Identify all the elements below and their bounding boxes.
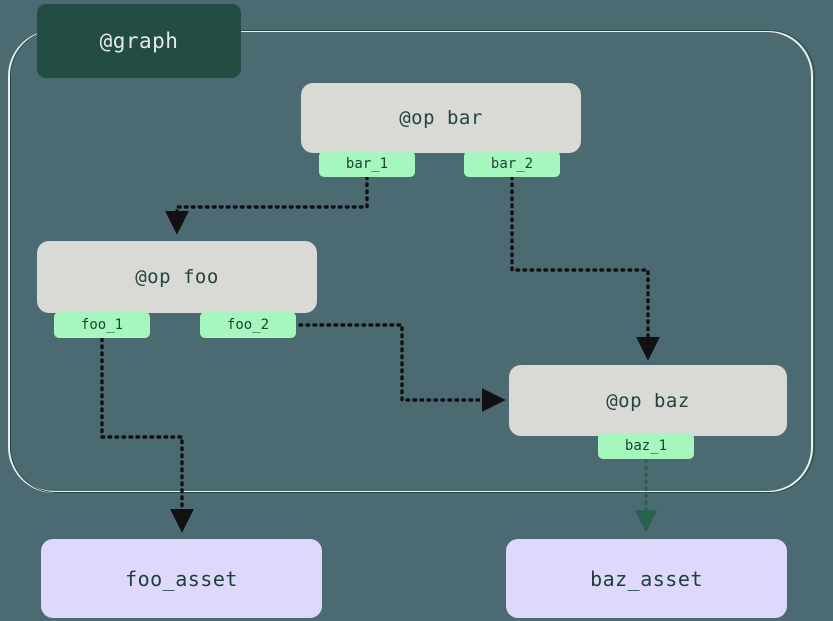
port-bar-1-label: bar_1 — [345, 156, 389, 172]
graph-title-label: @graph — [99, 29, 179, 53]
asset-node-foo-asset-label: foo_asset — [125, 566, 238, 591]
graph-title-badge[interactable]: @graph — [37, 4, 241, 78]
port-foo-2-label: foo_2 — [226, 317, 270, 333]
port-baz-1-label: baz_1 — [624, 438, 668, 454]
asset-node-baz-asset-label: baz_asset — [590, 566, 703, 591]
port-baz-1[interactable]: baz_1 — [598, 433, 694, 459]
port-bar-2-label: bar_2 — [490, 156, 534, 172]
op-node-bar-label: @op bar — [399, 107, 483, 129]
port-foo-2[interactable]: foo_2 — [200, 312, 296, 338]
port-bar-1[interactable]: bar_1 — [319, 151, 415, 177]
op-node-bar[interactable]: @op bar — [301, 83, 581, 153]
asset-node-foo-asset[interactable]: foo_asset — [41, 539, 322, 618]
asset-node-baz-asset[interactable]: baz_asset — [506, 539, 787, 618]
op-node-foo[interactable]: @op foo — [37, 241, 317, 313]
op-node-baz-label: @op baz — [606, 389, 690, 412]
graph-container-border — [10, 30, 815, 493]
port-bar-2[interactable]: bar_2 — [464, 151, 560, 177]
port-foo-1-label: foo_1 — [80, 317, 124, 333]
op-node-foo-label: @op foo — [135, 266, 219, 288]
op-node-baz[interactable]: @op baz — [509, 365, 787, 436]
port-foo-1[interactable]: foo_1 — [54, 312, 150, 338]
